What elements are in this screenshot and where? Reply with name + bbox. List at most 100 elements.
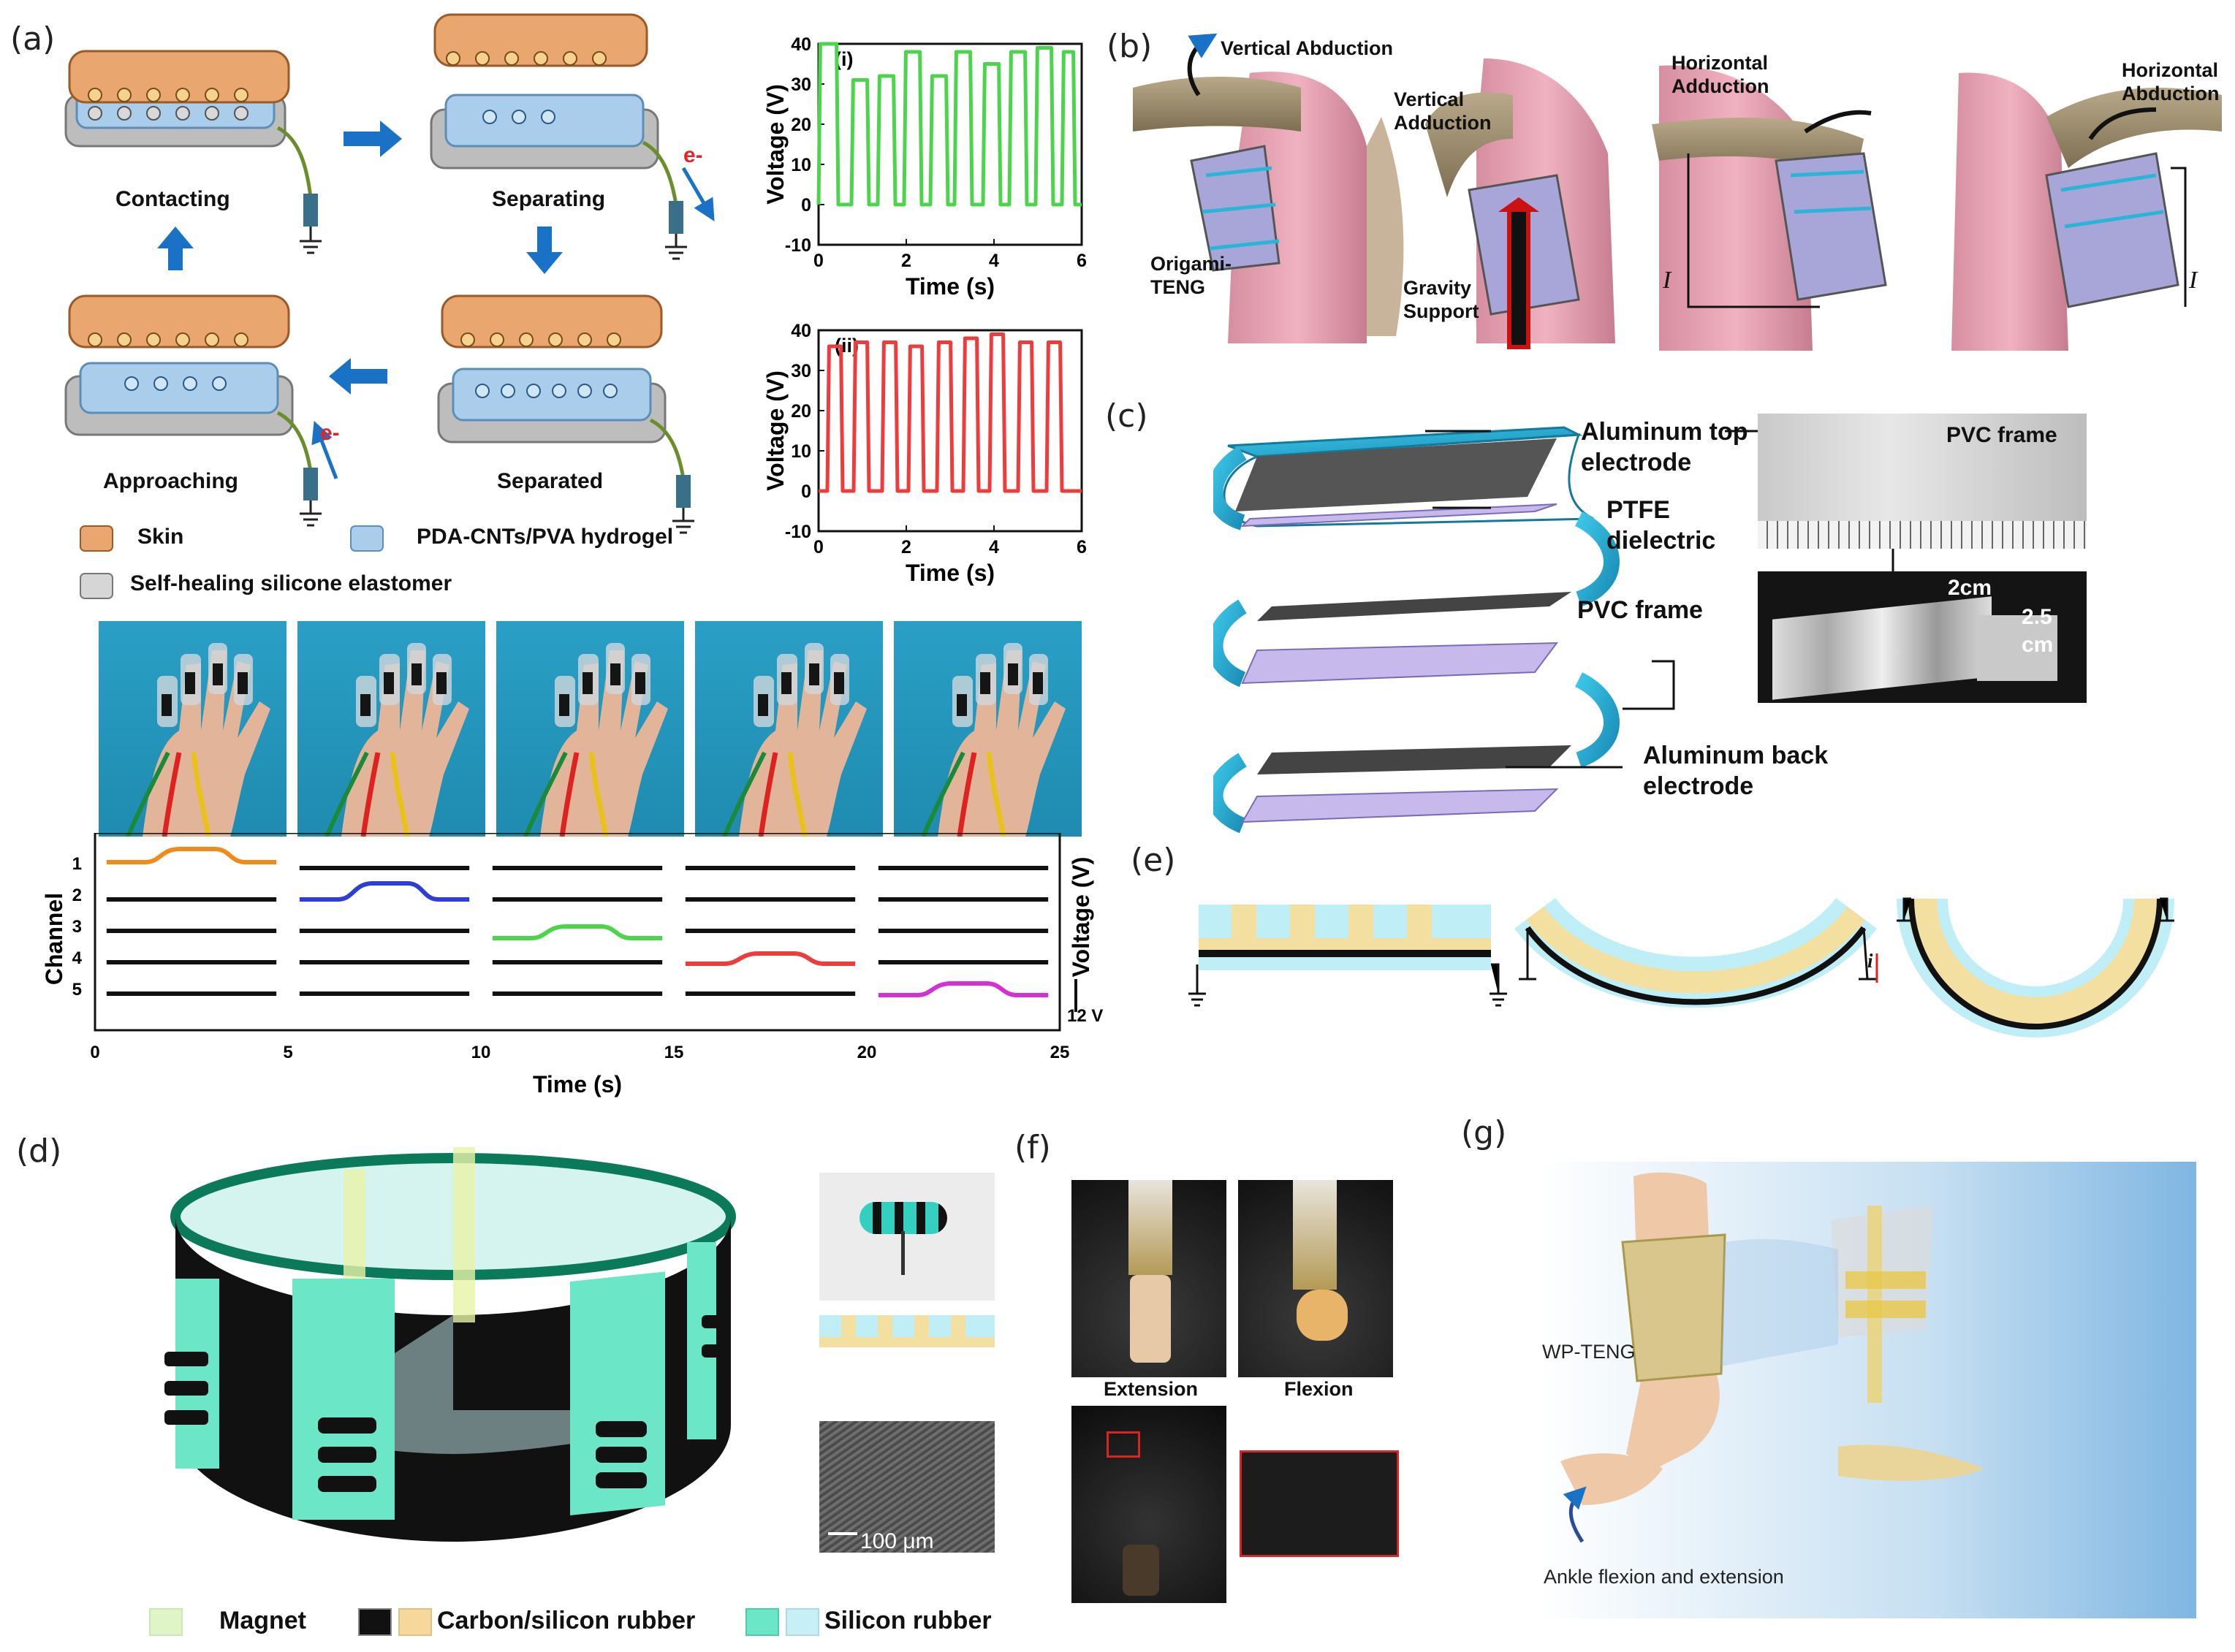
channel-signal-1 xyxy=(106,847,277,864)
device-contacting xyxy=(64,50,322,254)
legend-silicone: Self-healing silicone elastomer xyxy=(130,571,452,595)
x-tick-label: 25 xyxy=(1050,1043,1070,1062)
x-tick-label: 0 xyxy=(813,537,824,557)
extension-photo xyxy=(1071,1180,1226,1377)
y-tick-label: 0 xyxy=(801,195,811,216)
scale-bar-label: 12 V xyxy=(1067,1006,1103,1026)
photo-label-2-5cm: 2.5 cm xyxy=(2022,605,2054,657)
channel-signal-5 xyxy=(878,981,1049,997)
x-tick-label: 5 xyxy=(283,1043,292,1062)
legend-silicon-rubber: Silicon rubber xyxy=(824,1607,992,1634)
y-tick-label: 10 xyxy=(791,155,811,175)
folded-sensor xyxy=(1897,897,2174,1038)
ankle-diagram xyxy=(1538,1162,2196,1618)
label-extension: Extension xyxy=(1104,1378,1199,1400)
y-tick-label: -10 xyxy=(785,235,811,256)
state-contacting: Contacting xyxy=(115,187,230,211)
panel-b-label: (b) xyxy=(1107,28,1153,65)
zoom-photo xyxy=(1240,1450,1399,1557)
y-tick-label: 20 xyxy=(791,115,811,135)
x-tick-label: 4 xyxy=(989,537,999,557)
x-tick-label: 4 xyxy=(989,251,999,271)
y-axis-label: Voltage (V) xyxy=(762,84,789,205)
y2-axis-label: Voltage (V) xyxy=(1068,857,1094,978)
flat-sensor xyxy=(1188,905,1507,1007)
y-tick-label: -10 xyxy=(785,522,811,542)
label-vertical-adduction: Vertical Adduction xyxy=(1394,88,1492,134)
x-tick-label: 6 xyxy=(1077,251,1087,271)
legend-carbon-rubber: Carbon/silicon rubber xyxy=(437,1607,696,1634)
panel-e-label: (e) xyxy=(1131,842,1176,879)
x-tick-label: 10 xyxy=(471,1043,491,1062)
pvc-frame-photo xyxy=(1758,414,2087,549)
wristband-diagram xyxy=(164,1147,736,1542)
legend-magnet: Magnet xyxy=(219,1607,306,1634)
state-approaching: Approaching xyxy=(103,469,238,493)
x-tick-label: 0 xyxy=(813,251,824,271)
electron-label-1: e- xyxy=(683,143,703,167)
sample-photo xyxy=(819,1173,995,1301)
x-tick-label: 15 xyxy=(664,1043,684,1062)
x-tick-label: 0 xyxy=(90,1043,99,1062)
sem-image xyxy=(819,1421,995,1553)
x-axis-label: Time (s) xyxy=(533,1071,622,1097)
arm-sleeve-illustrations xyxy=(1133,33,2222,351)
y-tick-label: 20 xyxy=(791,401,811,422)
y-tick-label: 40 xyxy=(791,34,811,55)
teng-cycle-diagram xyxy=(64,13,715,599)
legend-swatch-carbon-dark xyxy=(358,1608,392,1636)
state-separated: Separated xyxy=(497,469,604,493)
legend-swatch-silicon-light xyxy=(786,1608,819,1636)
voltage-series-line xyxy=(819,332,1082,493)
channel-tick-label: 3 xyxy=(72,917,82,937)
channel-signal-2 xyxy=(299,881,470,902)
y-tick-label: 40 xyxy=(791,321,811,341)
y-axis-label: Voltage (V) xyxy=(762,370,789,491)
label-horizontal-abduction: Horizontal Abduction xyxy=(2122,59,2220,104)
y-tick-label: 10 xyxy=(791,441,811,462)
y-axis-label: Channel xyxy=(41,893,67,985)
x-tick-label: 20 xyxy=(857,1043,877,1062)
x-tick-label: 2 xyxy=(901,537,911,557)
device-approaching xyxy=(64,294,338,527)
label-aluminum-back: Aluminum back electrode xyxy=(1643,742,1829,800)
panel-f-label: (f) xyxy=(1014,1129,1051,1166)
channel-signal-3 xyxy=(492,924,663,940)
current-label-e: i xyxy=(1867,950,1873,972)
y-tick-label: 30 xyxy=(791,75,811,95)
cross-section xyxy=(819,1315,995,1347)
channel-tick-label: 5 xyxy=(72,980,82,1000)
device-separating xyxy=(430,13,715,260)
y-tick-label: 30 xyxy=(791,361,811,381)
x-tick-label: 2 xyxy=(901,251,911,271)
label-gravity-support: Gravity Support xyxy=(1403,277,1479,322)
label-origami-teng: Origami-TENG xyxy=(1150,253,1232,298)
current-label-1: I xyxy=(1663,267,1671,294)
channel-tick-label: 4 xyxy=(72,948,83,968)
photo-label-pvc-frame: PVC frame xyxy=(1946,423,2057,447)
legend-swatch-silicon-dark xyxy=(745,1608,779,1636)
label-ankle-motion: Ankle flexion and extension xyxy=(1544,1566,1784,1588)
legend-skin: Skin xyxy=(137,525,184,549)
panel-d-label: (d) xyxy=(16,1133,62,1170)
legend-swatch-magnet xyxy=(149,1608,183,1636)
origami-teng-diagram xyxy=(1213,426,1924,834)
panel-a-label: (a) xyxy=(10,20,56,58)
channel-signal-4 xyxy=(685,951,856,966)
legend-hydrogel: PDA-CNTs/PVA hydrogel xyxy=(417,525,674,549)
label-horizontal-adduction: Horizontal Adduction xyxy=(1671,52,1769,97)
panel-g-label: (g) xyxy=(1461,1114,1507,1152)
label-flexion: Flexion xyxy=(1284,1378,1354,1400)
state-separating: Separating xyxy=(492,187,606,211)
x-axis-label: Time (s) xyxy=(906,560,995,586)
x-tick-label: 6 xyxy=(1077,537,1087,557)
electron-label-2: e- xyxy=(320,421,340,445)
sem-scale-label: 100 μm xyxy=(860,1529,934,1553)
label-pvc-frame: PVC frame xyxy=(1577,596,1703,624)
bending-sensor-diagram xyxy=(1188,897,2174,1038)
dark-photo xyxy=(1071,1406,1226,1603)
device-photo xyxy=(1758,571,2087,703)
photo-label-2cm: 2cm xyxy=(1948,576,1992,600)
